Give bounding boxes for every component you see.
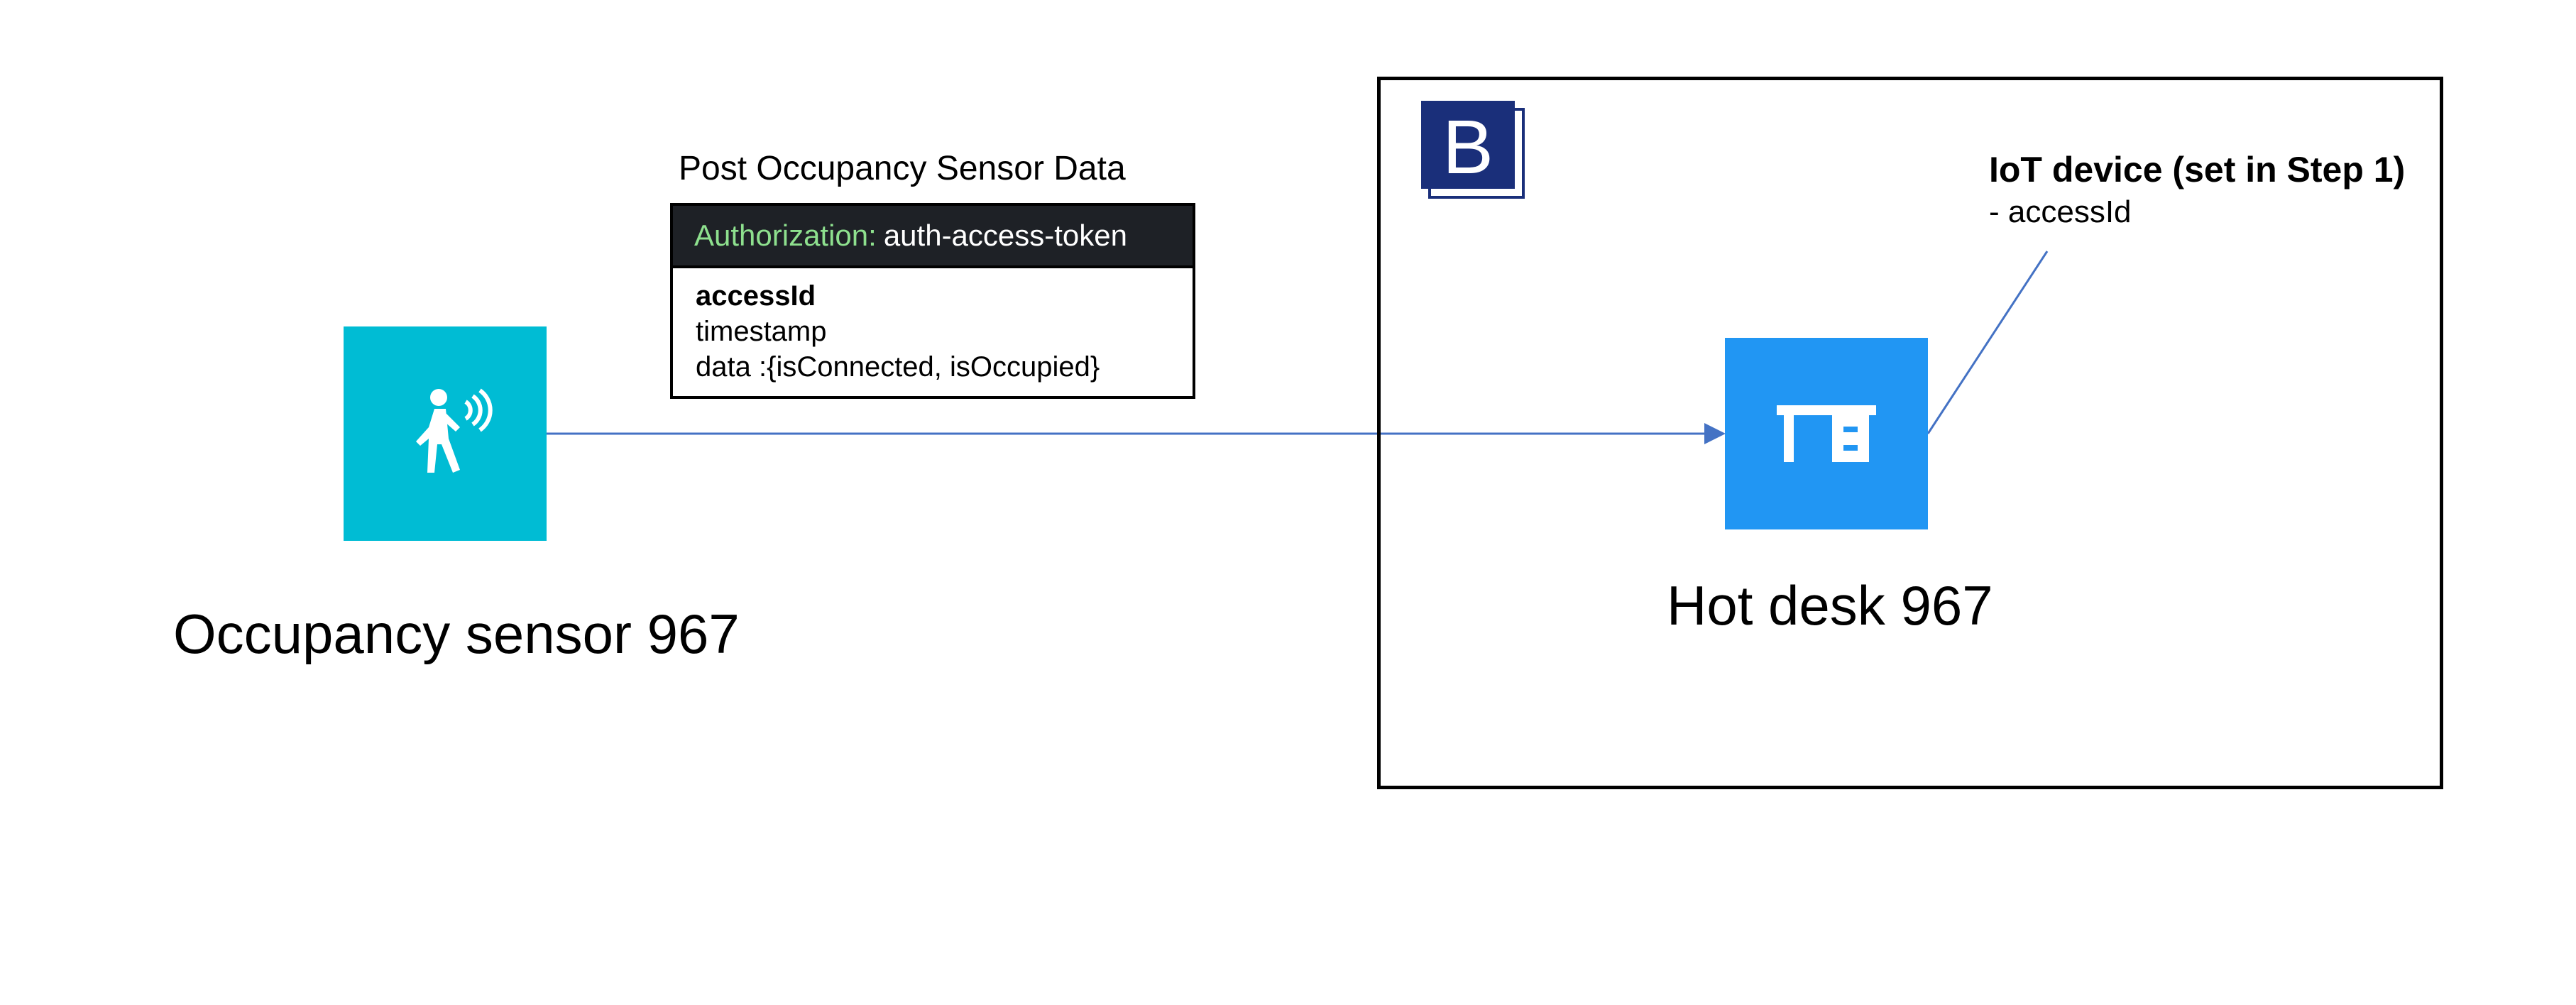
iot-detail: - accessId bbox=[1989, 194, 2132, 229]
request-card: Authorization: auth-access-token accessI… bbox=[670, 203, 1195, 399]
field-accessid: accessId bbox=[696, 280, 816, 312]
hot-desk-node bbox=[1725, 338, 1928, 529]
desk-label: Hot desk 967 bbox=[1667, 574, 1993, 637]
logo-letter: B bbox=[1442, 104, 1493, 190]
occupancy-sensor-node bbox=[344, 326, 547, 541]
request-header: Authorization: auth-access-token bbox=[673, 206, 1193, 268]
request-body: accessId timestamp data :{isConnected, i… bbox=[673, 268, 1193, 385]
field-data: data :{isConnected, isOccupied} bbox=[696, 351, 1100, 383]
iot-title: IoT device (set in Step 1) bbox=[1989, 150, 2406, 190]
auth-key: Authorization: bbox=[694, 219, 877, 252]
person-walking-sensor-icon bbox=[416, 388, 493, 473]
desk-icon bbox=[1777, 405, 1876, 462]
building-frame bbox=[1377, 77, 2443, 789]
request-title: Post Occupancy Sensor Data bbox=[679, 150, 1126, 187]
field-timestamp: timestamp bbox=[696, 316, 827, 347]
iot-callout-line bbox=[1926, 251, 2049, 434]
building-logo-icon: B bbox=[1421, 101, 1525, 199]
auth-value: auth-access-token bbox=[883, 219, 1128, 252]
sensor-label: Occupancy sensor 967 bbox=[173, 603, 740, 665]
